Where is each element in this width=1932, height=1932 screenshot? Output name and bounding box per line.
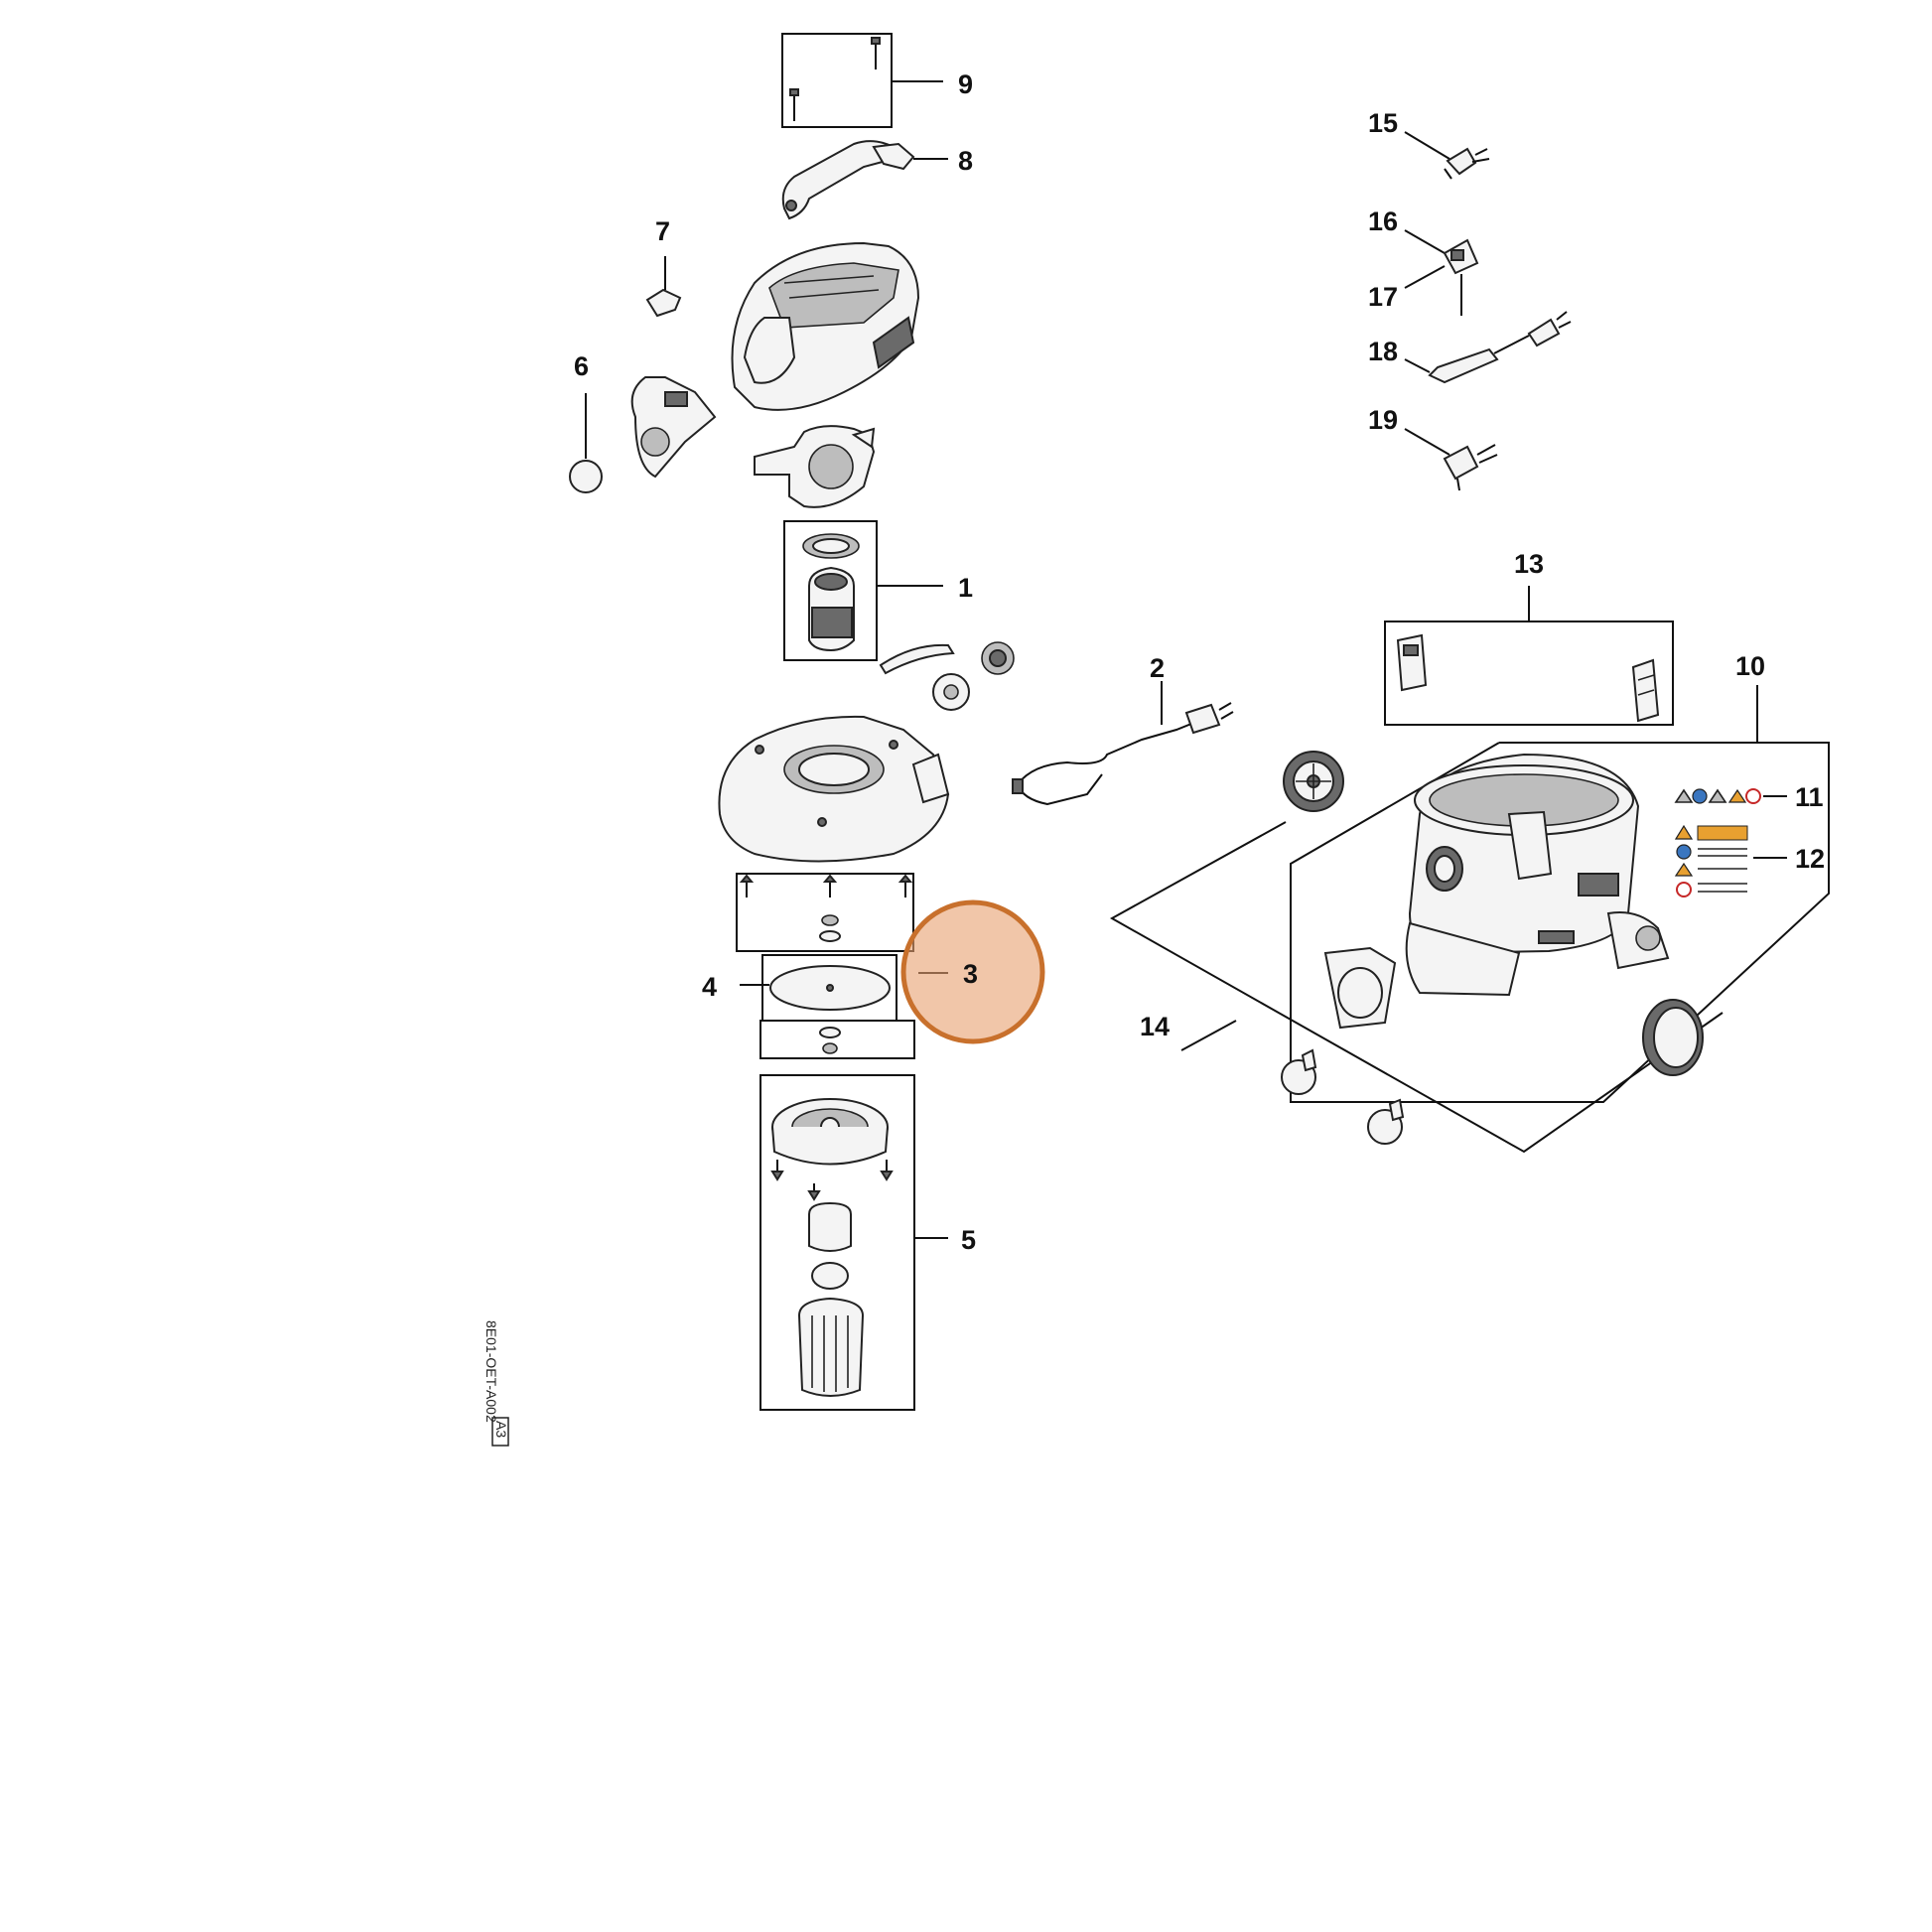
part-13-holders[interactable]	[1384, 586, 1674, 726]
callout-14[interactable]: 14	[1140, 1012, 1170, 1041]
callout-9[interactable]: 9	[958, 69, 973, 99]
part-16-17-plug-fuse[interactable]	[1404, 229, 1479, 316]
callout-18[interactable]: 18	[1368, 337, 1398, 366]
drawing-mark-text: A3	[493, 1421, 509, 1438]
part-10-container[interactable]	[1290, 685, 1830, 1103]
callout-1[interactable]: 1	[958, 573, 973, 603]
callout-17[interactable]: 17	[1368, 282, 1398, 312]
callout-6[interactable]: 6	[574, 351, 589, 381]
part-14-wheels-castors[interactable]	[1109, 751, 1724, 1154]
callout-16[interactable]: 16	[1368, 207, 1398, 236]
part-6-side-panel[interactable]	[569, 376, 717, 493]
callout-15[interactable]: 15	[1368, 108, 1398, 138]
callout-3[interactable]: 3	[963, 959, 978, 989]
callout-7[interactable]: 7	[655, 216, 670, 246]
motor-fan-frame[interactable]	[754, 425, 876, 508]
filter-nut-washer[interactable]	[759, 1020, 915, 1059]
drawing-code-text: 8E01-OET-A002	[483, 1320, 499, 1423]
callout-5[interactable]: 5	[961, 1225, 976, 1255]
drawing-code: 8E01-OET-A002 A3	[483, 1320, 509, 1447]
callout-19[interactable]: 19	[1368, 405, 1398, 435]
callout-10[interactable]: 10	[1735, 651, 1765, 681]
highlight-marker[interactable]	[900, 899, 1045, 1044]
motor-base-plate[interactable]	[718, 715, 950, 863]
callout-11[interactable]: 11	[1795, 782, 1824, 812]
callout-8[interactable]: 8	[958, 146, 973, 176]
part-1-motor[interactable]	[783, 520, 943, 661]
motor-head-cover[interactable]	[731, 241, 920, 411]
callout-12[interactable]: 12	[1795, 844, 1825, 874]
part-19-plug[interactable]	[1404, 428, 1498, 491]
motor-accessories[interactable]	[879, 641, 1015, 711]
part-11-warning-label[interactable]	[1674, 788, 1787, 804]
callout-4[interactable]: 4	[702, 972, 717, 1002]
part-7-clip[interactable]	[645, 256, 682, 318]
part-3-filter-fixings[interactable]	[736, 873, 948, 974]
callout-13[interactable]: 13	[1514, 549, 1544, 579]
part-12-warning-label[interactable]	[1674, 824, 1787, 897]
callout-2[interactable]: 2	[1150, 653, 1165, 683]
part-2-power-cord[interactable]	[1012, 681, 1234, 806]
part-8-handle[interactable]	[781, 140, 948, 220]
part-15-plug[interactable]	[1404, 131, 1490, 180]
part-9-screws[interactable]	[781, 33, 943, 128]
part-4-filter-disc[interactable]	[740, 954, 897, 1022]
part-5-filter-cartridge[interactable]	[759, 1074, 948, 1411]
part-18-cable[interactable]	[1404, 311, 1572, 384]
